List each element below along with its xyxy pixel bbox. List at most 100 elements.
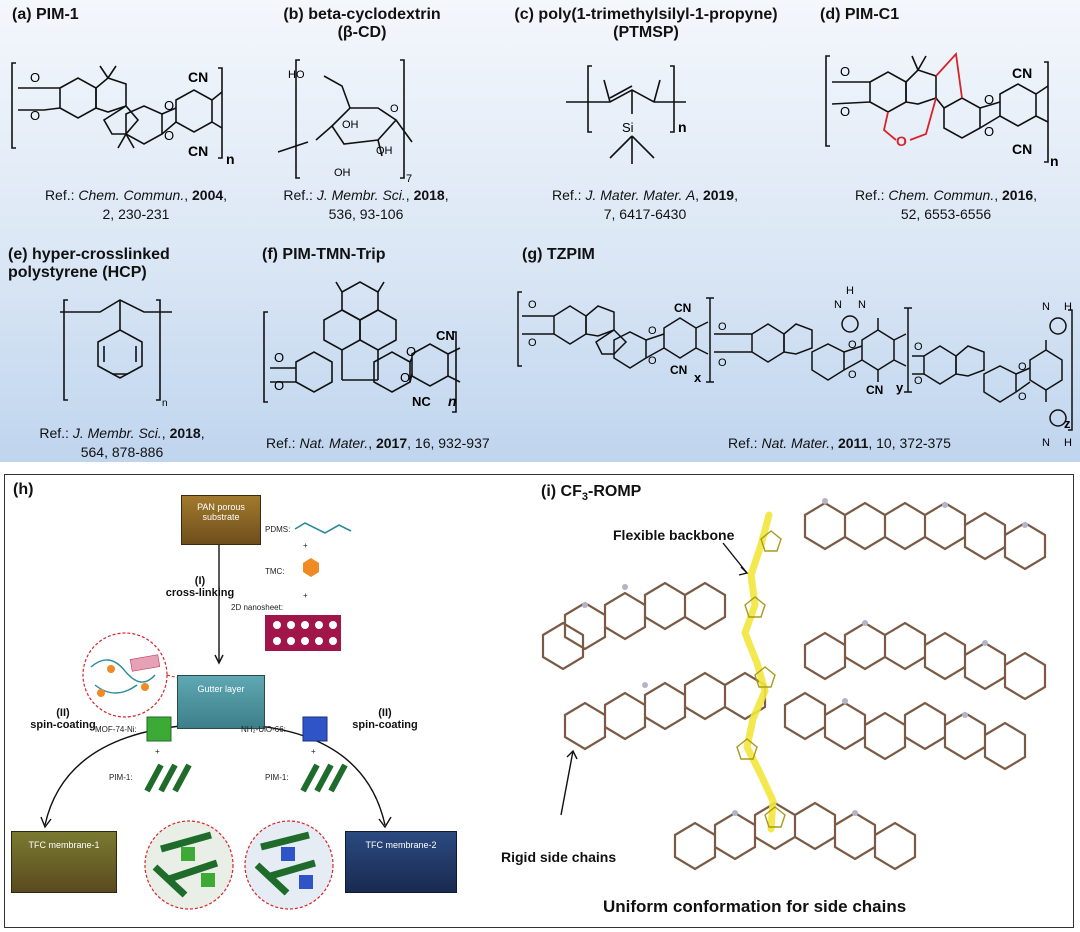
trip-o1: O (274, 350, 284, 365)
plus-1: + (303, 541, 308, 550)
step1-text: (I)cross-linking (165, 575, 235, 599)
tz-n3: N (1042, 301, 1050, 313)
plus-3: + (155, 747, 160, 756)
tz-o3: O (648, 325, 657, 337)
tmc-label: TMC: (265, 567, 285, 576)
structures-panel: (a) PIM-1 O O O O CN CN n Ref.: Chem. Co… (0, 0, 1080, 462)
cf3-romp-model (541, 498, 1047, 871)
tz-cn1: CN (674, 301, 691, 315)
tz-o7: O (848, 339, 857, 351)
gutter-layer-label: Gutter layer (197, 684, 245, 694)
tfc1-zoom-circle (144, 820, 234, 910)
trip-o4: O (400, 370, 410, 385)
bcd-oh3: OH (334, 167, 351, 179)
tz-o8: O (848, 369, 857, 381)
pimc1-cn2: CN (1012, 141, 1032, 157)
tz-y: y (896, 380, 904, 395)
tz-n1: N (834, 299, 842, 311)
panel-h-arrows (40, 522, 392, 910)
hcp-structure: n (60, 299, 172, 409)
tz-h2: H (1064, 301, 1072, 313)
tz-o4: O (648, 355, 657, 367)
pim1-label-left: PIM-1: (109, 773, 133, 782)
panel-e-ref: Ref.: J. Membr. Sci., 2018,564, 878-886 (39, 425, 205, 460)
tz-x: x (694, 370, 702, 385)
panel-i-label: (i) CF3-ROMP (541, 483, 642, 504)
tfc-membrane-1-block: TFC membrane-1 (11, 831, 117, 893)
step2-left-text: (II)spin-coating (30, 707, 96, 731)
pimc1-n: n (1050, 153, 1059, 169)
pdms-chain-icon (294, 522, 352, 534)
pim1-n: n (226, 151, 235, 167)
uniform-conformation-caption: Uniform conformation for side chains (603, 897, 907, 916)
pan-substrate-label: PAN porous substrate (197, 502, 245, 522)
step2-right-text: (II)spin-coating (352, 707, 418, 731)
panel-f-label: (f) PIM-TMN-Trip (262, 246, 386, 263)
tz-cn2: CN (670, 363, 687, 377)
tz-o6: O (718, 357, 727, 369)
hcp-n: n (162, 398, 168, 409)
tz-h3: H (1064, 437, 1072, 449)
ptmsp-structure: Si n (566, 65, 687, 164)
rigid-side-chains-label: Rigid side chains (501, 849, 617, 865)
pimc1-red-o: O (896, 133, 907, 149)
trip-n: n (448, 393, 457, 409)
pim1-o2: O (30, 108, 40, 123)
tz-o11: O (1018, 361, 1027, 373)
pim1-chain-icon-2 (300, 763, 348, 793)
pimc1-o2: O (840, 104, 850, 119)
tz-cn3: CN (866, 383, 883, 397)
uio66-label: NH₂-UiO-66: (241, 725, 286, 734)
gutter-layer-block: Gutter layer (177, 675, 265, 729)
mof74-label: MOF-74-Ni: (95, 725, 137, 734)
pim-tmn-trip-structure: O O O O CN NC n (263, 281, 461, 413)
tz-o9: O (914, 341, 923, 353)
tz-o1: O (528, 299, 537, 311)
flexible-backbone (741, 511, 777, 833)
plus-2: + (303, 591, 308, 600)
panel-g-label: (g) TZPIM (522, 246, 595, 263)
pim1-o3: O (164, 98, 174, 113)
bcd-structure: HO O OH OH OH 7 (277, 59, 413, 185)
pim1-structure: O O O O CN CN n (11, 62, 235, 167)
panel-b-label: (b) beta-cyclodextrin(β-CD) (283, 6, 441, 41)
tfc-membrane-2-label: TFC membrane-2 (365, 840, 437, 850)
tfc-membrane-2-block: TFC membrane-2 (345, 831, 457, 893)
bcd-oh1: OH (342, 119, 359, 131)
tz-n4: N (1042, 437, 1050, 449)
panel-g-ref: Ref.: Nat. Mater., 2011, 10, 372-375 (728, 435, 951, 451)
panel-f-ref: Ref.: Nat. Mater., 2017, 16, 932-937 (266, 435, 490, 451)
trip-o2: O (274, 378, 284, 393)
panel-h-label: (h) (13, 481, 34, 498)
tz-o5: O (718, 321, 727, 333)
pimc1-cn1: CN (1012, 65, 1032, 81)
tz-o10: O (914, 375, 923, 387)
bcd-seven: 7 (406, 173, 412, 185)
pim1-cn1: CN (188, 69, 208, 85)
trip-o3: O (406, 344, 416, 359)
ptmsp-si: Si (622, 120, 634, 135)
bcd-o: O (390, 103, 399, 115)
panel-b-ref: Ref.: J. Membr. Sci., 2018,536, 93-106 (283, 187, 449, 222)
pimc1-o4: O (984, 124, 994, 139)
panel-d-ref: Ref.: Chem. Commun., 2016,52, 6553-6556 (854, 187, 1038, 222)
tz-h1: H (846, 285, 854, 297)
tz-n2: N (858, 299, 866, 311)
pim1-o1: O (30, 70, 40, 85)
pimc1-red-bridge (883, 51, 963, 141)
bottom-figure-box: (h) PAN porous substrate (4, 474, 1074, 928)
mof74-icon (146, 716, 172, 742)
panel-a-ref: Ref.: Chem. Commun., 2004,2, 230-231 (44, 187, 228, 222)
pim1-label-right: PIM-1: (265, 773, 289, 782)
panel-d-label: (d) PIM-C1 (820, 6, 900, 23)
pim1-chain-icon-1 (144, 763, 192, 793)
bcd-ho: HO (288, 69, 305, 81)
pim1-cn2: CN (188, 143, 208, 159)
backbone-rings (736, 530, 786, 828)
nanosheet-label: 2D nanosheet: (231, 603, 284, 612)
uio66-icon (302, 716, 328, 742)
pdms-label: PDMS: (265, 525, 291, 534)
tzpim-structure: O O O O CN CN x O O O O CN y N N H O O O… (517, 285, 1073, 449)
panel-a-label: (a) PIM-1 (12, 6, 79, 23)
